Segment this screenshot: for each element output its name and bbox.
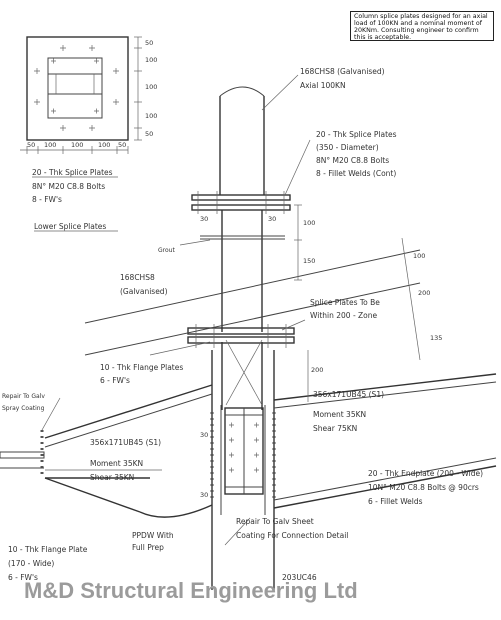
plan-spec-1: 20 - Thk Splice Plates — [32, 168, 113, 177]
label-ppdw-2: Full Prep — [132, 543, 164, 552]
dim-30-d: 30 — [200, 491, 208, 499]
dim-135: 135 — [430, 334, 442, 342]
company-watermark: M&D Structural Engineering Ltd — [24, 578, 358, 603]
leader-lines — [41, 74, 311, 546]
dim-100-upper: 100 — [303, 219, 315, 227]
label-grout: Grout — [158, 247, 175, 254]
plan-dim-bottom-4: 100 — [98, 141, 110, 149]
label-repair-left-1: Repair To Galv — [2, 393, 45, 400]
plan-spec-3: 8 - FW's — [32, 195, 62, 204]
label-chs-mid-2: (Galvanised) — [120, 287, 168, 296]
label-splice-zone-2: Within 200 - Zone — [310, 311, 378, 320]
plan-dim-bottom-2: 100 — [44, 141, 56, 149]
label-splice-zone-1: Splice Plates To Be — [310, 298, 380, 307]
dim-200-left: 200 — [311, 366, 323, 374]
plan-dim-right-1: 50 — [145, 39, 153, 47]
label-ppdw-1: PPDW With — [132, 531, 174, 540]
label-column-bottom: 203UC46 — [282, 573, 317, 582]
uc-column — [211, 339, 275, 590]
bolt-strips — [40, 412, 276, 500]
lower-splice-plates — [187, 324, 295, 348]
dim-100-right: 100 — [413, 252, 425, 260]
label-column-top-1: 168CHS8 (Galvanised) — [300, 67, 385, 76]
plan-dim-right-2: 100 — [145, 56, 157, 64]
sloping-lines — [84, 249, 421, 356]
label-beam-left-3: Shear 35KN — [90, 473, 134, 482]
label-flange-bot-3: 6 - FW's — [8, 573, 38, 582]
dimension-lines — [294, 204, 421, 402]
label-beam-right-1: 356x171UB45 (S1) — [313, 390, 384, 399]
plan-dim-bottom-1: 50 — [27, 141, 35, 149]
dim-150: 150 — [303, 257, 315, 265]
label-repair-left-2: Spray Coating — [2, 405, 45, 412]
label-flange-top-2: 6 - FW's — [100, 376, 130, 385]
label-flange-top-1: 10 - Thk Flange Plates — [100, 363, 183, 372]
chs-column — [219, 86, 265, 410]
upper-splice-plates — [191, 191, 291, 240]
label-splice-2: (350 - Diameter) — [316, 143, 379, 152]
plan-dim-bottom-5: 50 — [118, 141, 126, 149]
label-endplate-1: 20 - Thk Endplate (200 - Wide) — [368, 469, 483, 478]
label-splice-3: 8N° M20 C8.8 Bolts — [316, 156, 389, 165]
dim-30-c: 30 — [200, 431, 208, 439]
label-flange-bot-1: 10 - Thk Flange Plate — [8, 545, 88, 554]
left-beam — [0, 384, 213, 518]
label-splice-1: 20 - Thk Splice Plates — [316, 130, 397, 139]
plan-dim-right-5: 50 — [145, 130, 153, 138]
dim-30-b: 30 — [268, 215, 276, 223]
design-note-box: Column splice plates designed for an axi… — [350, 11, 494, 41]
plan-dim-right-4: 100 — [145, 112, 157, 120]
label-repair-centre-1: Repair To Galv Sheet — [236, 517, 314, 526]
label-repair-centre-2: Coating For Connection Detail — [236, 531, 348, 540]
label-beam-left-1: 356x171UB45 (S1) — [90, 438, 161, 447]
design-note-text: Column splice plates designed for an axi… — [354, 13, 488, 41]
dim-30-a: 30 — [200, 215, 208, 223]
label-splice-4: 8 - Fillet Welds (Cont) — [316, 169, 396, 178]
plan-detail: 50 100 100 100 50 50 100 100 100 50 20 -… — [20, 36, 157, 232]
label-flange-bot-2: (170 - Wide) — [8, 559, 54, 568]
plan-spec-2: 8N° M20 C8.8 Bolts — [32, 182, 105, 191]
label-endplate-3: 6 - Fillet Welds — [368, 497, 423, 506]
dim-200-right: 200 — [418, 289, 430, 297]
plan-dim-right-3: 100 — [145, 83, 157, 91]
plan-bolts — [34, 45, 119, 131]
label-beam-right-2: Moment 35KN — [313, 410, 366, 419]
label-endplate-2: 10N° M20 C8.8 Bolts @ 90crs — [368, 483, 479, 492]
label-beam-left-2: Moment 35KN — [90, 459, 143, 468]
plan-title: Lower Splice Plates — [34, 222, 106, 231]
right-beam — [273, 373, 497, 509]
label-column-top-2: Axial 100KN — [300, 81, 346, 90]
plan-dim-bottom-3: 100 — [71, 141, 83, 149]
label-beam-right-3: Shear 75KN — [313, 424, 357, 433]
label-chs-mid-1: 168CHS8 — [120, 273, 155, 282]
